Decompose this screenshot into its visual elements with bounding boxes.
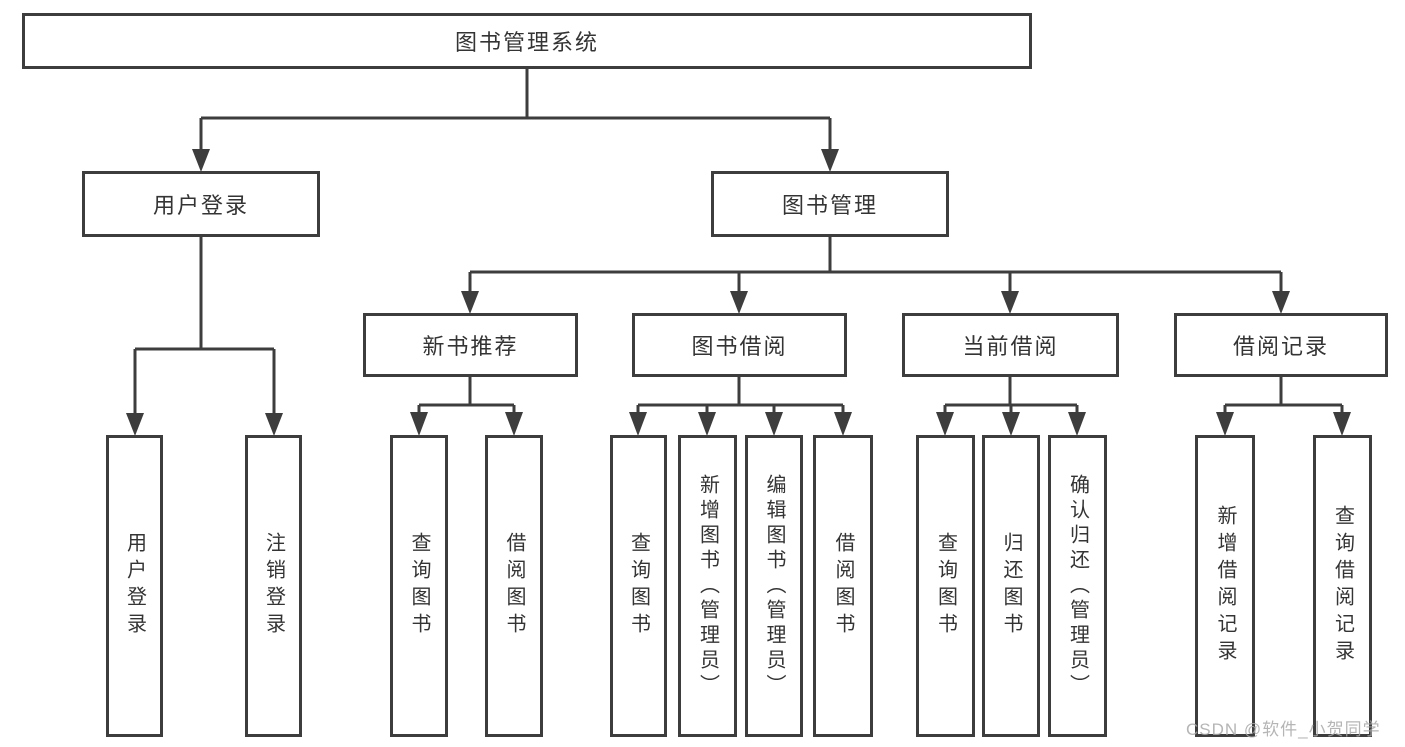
connector-book-borrow-branch [629, 377, 852, 436]
arrowhead [265, 413, 283, 436]
arrowhead [505, 412, 523, 436]
leaf-logout: 注销登录 [245, 435, 302, 737]
node-label: 编辑图书（管理员） [763, 473, 785, 699]
node-book-management: 图书管理 [711, 171, 949, 237]
node-label: 确认归还（管理员） [1066, 473, 1089, 699]
node-label: 查询借阅记录 [1331, 505, 1354, 667]
arrowhead [629, 412, 647, 436]
leaf-add-borrow-record: 新增借阅记录 [1195, 435, 1255, 737]
connector-root-to-level2 [192, 69, 839, 172]
connector-book-management-branch [461, 237, 1290, 314]
connector-new-book-branch [410, 377, 523, 436]
connector-user-login-branch [126, 237, 283, 436]
arrowhead [410, 412, 428, 436]
arrowhead [1216, 412, 1234, 436]
arrowhead [1002, 412, 1020, 436]
node-label: 新增图书（管理员） [696, 473, 719, 699]
node-label: 新书推荐 [422, 334, 519, 359]
node-label: 查询图书 [408, 532, 430, 640]
node-label: 用户登录 [152, 193, 249, 218]
arrowhead [1272, 291, 1290, 314]
arrowhead [936, 412, 954, 436]
node-label: 图书管理系统 [454, 30, 599, 55]
node-label: 用户登录 [123, 532, 146, 640]
arrowhead [1001, 291, 1019, 314]
node-library-management-system: 图书管理系统 [22, 13, 1032, 69]
arrowhead [192, 149, 210, 172]
leaf-newbook-query-book: 查询图书 [390, 435, 448, 737]
node-label: 新增借阅记录 [1214, 505, 1236, 667]
leaf-query-borrow-record: 查询借阅记录 [1313, 435, 1372, 737]
node-book-borrow: 图书借阅 [632, 313, 847, 377]
node-label: 归还图书 [1000, 532, 1022, 640]
arrowhead [698, 412, 716, 436]
leaf-borrow-book: 借阅图书 [813, 435, 873, 737]
node-user-login: 用户登录 [82, 171, 320, 237]
node-label: 借阅记录 [1232, 334, 1329, 359]
csdn-watermark: CSDN @软件_小贺同学 [1186, 720, 1381, 739]
node-new-book-recommend: 新书推荐 [363, 313, 578, 377]
node-label: 借阅图书 [832, 532, 854, 640]
leaf-borrow-query-book: 查询图书 [610, 435, 667, 737]
node-label: 借阅图书 [503, 532, 525, 640]
leaf-return-book: 归还图书 [982, 435, 1040, 737]
leaf-confirm-return-admin: 确认归还（管理员） [1048, 435, 1107, 737]
arrowhead [765, 412, 783, 436]
arrowhead [1333, 412, 1351, 436]
node-label: 图书借阅 [691, 334, 788, 359]
leaf-newbook-borrow-book: 借阅图书 [485, 435, 543, 737]
arrowhead [126, 413, 144, 436]
node-label: 图书管理 [781, 193, 878, 218]
arrowhead [730, 291, 748, 314]
arrowhead [461, 291, 479, 314]
leaf-edit-book-admin: 编辑图书（管理员） [745, 435, 803, 737]
node-current-borrow: 当前借阅 [902, 313, 1119, 377]
leaf-user-login: 用户登录 [106, 435, 163, 737]
arrowhead [834, 412, 852, 436]
node-label: 注销登录 [262, 532, 285, 640]
node-label: 查询图书 [627, 532, 650, 640]
arrowhead [1068, 412, 1086, 436]
connector-borrow-records-branch [1216, 377, 1351, 436]
leaf-add-book-admin: 新增图书（管理员） [678, 435, 737, 737]
connector-current-borrow-branch [936, 377, 1086, 436]
leaf-current-query-book: 查询图书 [916, 435, 975, 737]
node-label: 当前借阅 [962, 334, 1059, 359]
node-borrow-records: 借阅记录 [1174, 313, 1388, 377]
arrowhead [821, 149, 839, 172]
node-label: 查询图书 [934, 532, 957, 640]
